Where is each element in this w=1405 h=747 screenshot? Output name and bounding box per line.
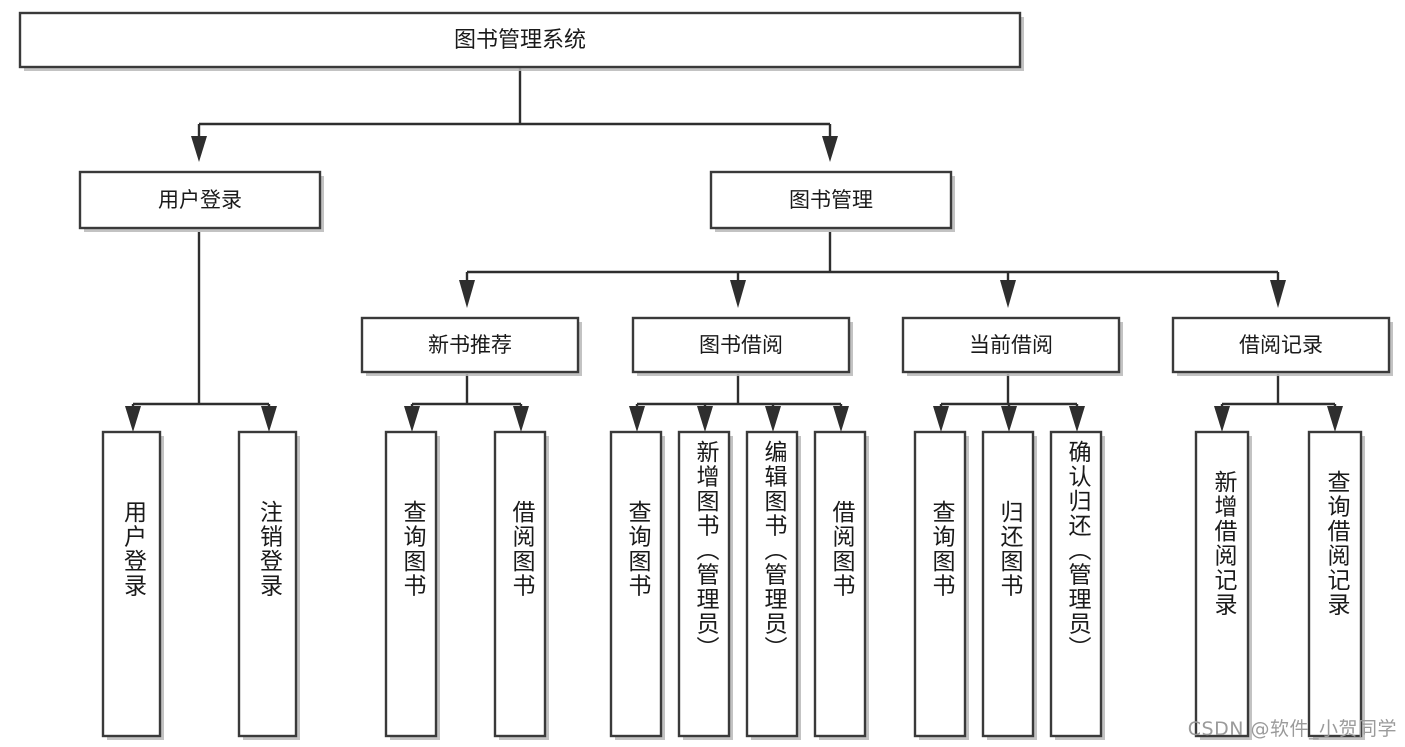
leaf-node-bb-edit[interactable] [745, 430, 801, 740]
leaf-node-bb-query[interactable] [609, 430, 665, 740]
node-book-management[interactable]: 图书管理 [709, 170, 955, 232]
node-book-borrow[interactable]: 图书借阅 [631, 316, 853, 376]
leaf-node-user-login-login[interactable] [101, 430, 164, 740]
arrow-nb-leaf1 [404, 406, 420, 432]
leaf-node-new-book-query[interactable] [384, 430, 440, 740]
node-new-book-recommend[interactable]: 新书推荐 [360, 316, 582, 376]
leaf-cb-query-box[interactable] [913, 430, 967, 738]
leaf-br-add-box[interactable] [1194, 430, 1250, 738]
connector-group-root [191, 68, 838, 162]
node-root-label: 图书管理系统 [454, 28, 586, 53]
arrow-bb-leaf4 [833, 406, 849, 432]
arrow-root-to-book-mgmt [822, 136, 838, 162]
leaf-bb-add-box[interactable] [677, 430, 731, 738]
arrow-cb-leaf2 [1001, 406, 1017, 432]
leaf-node-new-book-borrow[interactable] [493, 430, 549, 740]
node-user-login-label: 用户登录 [158, 188, 242, 212]
arrow-bb-leaf3 [765, 406, 781, 432]
node-current-borrow-box[interactable] [901, 316, 1121, 374]
node-book-borrow-box[interactable] [631, 316, 851, 374]
leaf-node-user-login-logout[interactable] [237, 430, 300, 740]
arrow-nb-leaf2 [513, 406, 529, 432]
connector-group-new-book [404, 374, 529, 432]
leaf-cb-confirm-box[interactable] [1049, 430, 1103, 738]
arrow-br-leaf1 [1214, 406, 1230, 432]
leaf-bb-query-box[interactable] [609, 430, 663, 738]
arrow-br-leaf2 [1327, 406, 1343, 432]
arrow-user-login-leaf2 [261, 406, 277, 432]
connector-group-book-mgmt [459, 232, 1286, 308]
node-current-borrow-label: 当前借阅 [969, 333, 1053, 357]
node-root[interactable]: 图书管理系统 [18, 11, 1024, 71]
arrow-bm-to-current-borrow [1000, 280, 1016, 308]
node-new-book-recommend-box[interactable] [360, 316, 580, 374]
node-book-management-label: 图书管理 [789, 188, 873, 212]
leaf-node-br-query[interactable] [1307, 430, 1365, 740]
connector-group-book-borrow [629, 374, 849, 432]
leaf-bb-edit-box[interactable] [745, 430, 799, 738]
node-book-borrow-label: 图书借阅 [699, 333, 783, 357]
arrow-bm-to-book-borrow [730, 280, 746, 308]
leaf-node-bb-add[interactable] [677, 430, 733, 740]
leaf-cb-return-box[interactable] [981, 430, 1035, 738]
node-new-book-recommend-label: 新书推荐 [428, 333, 512, 357]
node-borrow-record-label: 借阅记录 [1239, 333, 1323, 357]
arrow-cb-leaf1 [933, 406, 949, 432]
node-root-box[interactable] [18, 11, 1022, 69]
arrow-bm-to-new-book [459, 280, 475, 308]
arrow-user-login-leaf1 [125, 406, 141, 432]
connector-group-user-login [125, 232, 277, 432]
leaf-node-bb-borrow[interactable] [813, 430, 869, 740]
node-borrow-record-box[interactable] [1171, 316, 1391, 374]
node-current-borrow[interactable]: 当前借阅 [901, 316, 1123, 376]
csdn-watermark: CSDN @软件_小贺同学 [1187, 718, 1397, 740]
arrow-bm-to-borrow-record [1270, 280, 1286, 308]
leaf-new-book-query-box[interactable] [384, 430, 438, 738]
arrow-cb-leaf3 [1069, 406, 1085, 432]
leaf-br-query-box[interactable] [1307, 430, 1363, 738]
arrow-root-to-user-login [191, 136, 207, 162]
leaf-node-cb-query[interactable] [913, 430, 969, 740]
node-user-login[interactable]: 用户登录 [78, 170, 324, 232]
leaf-node-br-add[interactable] [1194, 430, 1252, 740]
node-book-management-box[interactable] [709, 170, 953, 230]
leaf-user-login-logout-box[interactable] [237, 430, 298, 738]
connector-group-borrow-record [1214, 374, 1343, 432]
node-borrow-record[interactable]: 借阅记录 [1171, 316, 1393, 376]
leaf-node-cb-return[interactable] [981, 430, 1037, 740]
node-user-login-box[interactable] [78, 170, 322, 230]
leaf-node-cb-confirm[interactable] [1049, 430, 1105, 740]
connector-group-current-borrow [933, 374, 1085, 432]
arrow-bb-leaf1 [629, 406, 645, 432]
leaf-bb-borrow-box[interactable] [813, 430, 867, 738]
arrow-bb-leaf2 [697, 406, 713, 432]
leaf-new-book-borrow-box[interactable] [493, 430, 547, 738]
leaf-user-login-login-box[interactable] [101, 430, 162, 738]
